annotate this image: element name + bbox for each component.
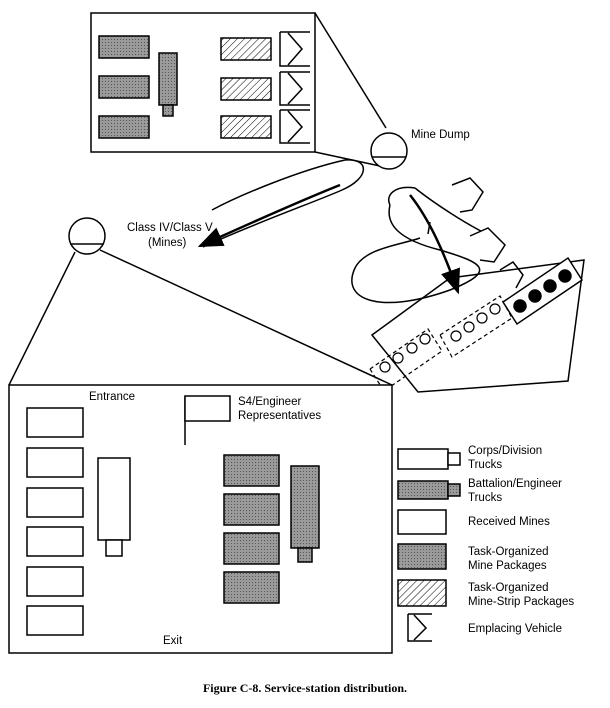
legend-received-mines-icon [397, 509, 447, 535]
received-mines-box [26, 526, 84, 557]
mine-dump-circle [370, 132, 408, 170]
legend-mine-package-label-1: Task-Organized [468, 546, 549, 558]
legend-battalion-truck-label-2: Trucks [468, 492, 503, 504]
mine-package [98, 35, 150, 59]
class-iv-v-label-line2: (Mines) [148, 237, 187, 249]
emplacing-vehicle-icon [469, 227, 506, 263]
class-iv-v-circle [68, 217, 106, 255]
s4-flag-icon [184, 395, 231, 445]
emplacing-vehicle-icon [499, 261, 524, 289]
legend-mine-strip-package-label-1: Task-Organized [468, 582, 549, 594]
emplacing-vehicle-icon [279, 109, 310, 144]
legend-battalion-truck-icon [397, 480, 461, 500]
mine-package [98, 75, 150, 99]
legend-mine-package-label-2: Mine Packages [468, 560, 547, 572]
received-mines-box [26, 487, 84, 518]
mine-strip-dashed [369, 295, 513, 392]
legend-received-mines-label: Received Mines [468, 516, 550, 528]
emplacing-vehicle-icon [279, 31, 310, 67]
received-mines-box [26, 407, 84, 438]
legend-mine-strip-package-icon [397, 579, 447, 607]
mine-package [223, 532, 280, 565]
mine-dump-detail-box [90, 12, 316, 153]
minefield-area [370, 259, 585, 393]
legend-corps-truck-label-1: Corps/Division [468, 445, 543, 457]
battalion-truck-body [290, 465, 320, 549]
legend-emplacing-vehicle-icon [407, 613, 432, 642]
class-iv-v-detail-box [8, 384, 393, 654]
mine-strip-package [220, 37, 272, 61]
received-mines-box [26, 447, 84, 478]
route-arrow-to-mine-strip [409, 194, 460, 295]
mine-dump-zoom-lines [314, 12, 387, 167]
legend-icons [397, 448, 461, 642]
class-iv-v-label-line1: Class IV/Class V [127, 222, 213, 234]
s4-label-line2: Representatives [238, 410, 322, 422]
received-mines-box [26, 605, 84, 636]
legend-mine-package-icon [397, 543, 447, 570]
s4-label-line1: S4/Engineer [238, 396, 302, 408]
emplacing-vehicle-icon [279, 71, 310, 106]
corps-truck-body [97, 457, 131, 541]
emplacing-vehicle-icon [451, 177, 484, 213]
mine-package [223, 454, 280, 487]
mine-package [98, 115, 150, 139]
mine-strip-package [220, 77, 272, 101]
legend-corps-truck-icon [397, 448, 461, 470]
laid-mine-strip [501, 256, 584, 326]
figure-caption: Figure C-8. Service-station distribution… [202, 681, 408, 695]
legend-mine-strip-package-label-2: Mine-Strip Packages [468, 596, 575, 608]
mine-package [223, 493, 280, 526]
legend-corps-truck-label-2: Trucks [468, 459, 503, 471]
battalion-truck-cab [297, 547, 313, 563]
battalion-truck-cab [162, 104, 174, 117]
received-mines-box [26, 566, 84, 597]
mine-package [223, 571, 280, 604]
legend-battalion-truck-label-1: Battalion/Engineer [468, 478, 562, 490]
legend-emplacing-vehicle-label: Emplacing Vehicle [468, 623, 562, 635]
mine-dump-label: Mine Dump [411, 129, 470, 141]
entrance-label: Entrance [89, 391, 136, 403]
route-arrow-to-class-iv [197, 183, 341, 248]
class-iv-v-zoom-lines [8, 249, 393, 386]
supply-route-loop [202, 159, 365, 248]
corps-truck-cab [105, 539, 123, 557]
mine-strip-package [220, 115, 272, 139]
exit-label: Exit [163, 635, 183, 647]
battalion-truck-body [158, 52, 178, 106]
